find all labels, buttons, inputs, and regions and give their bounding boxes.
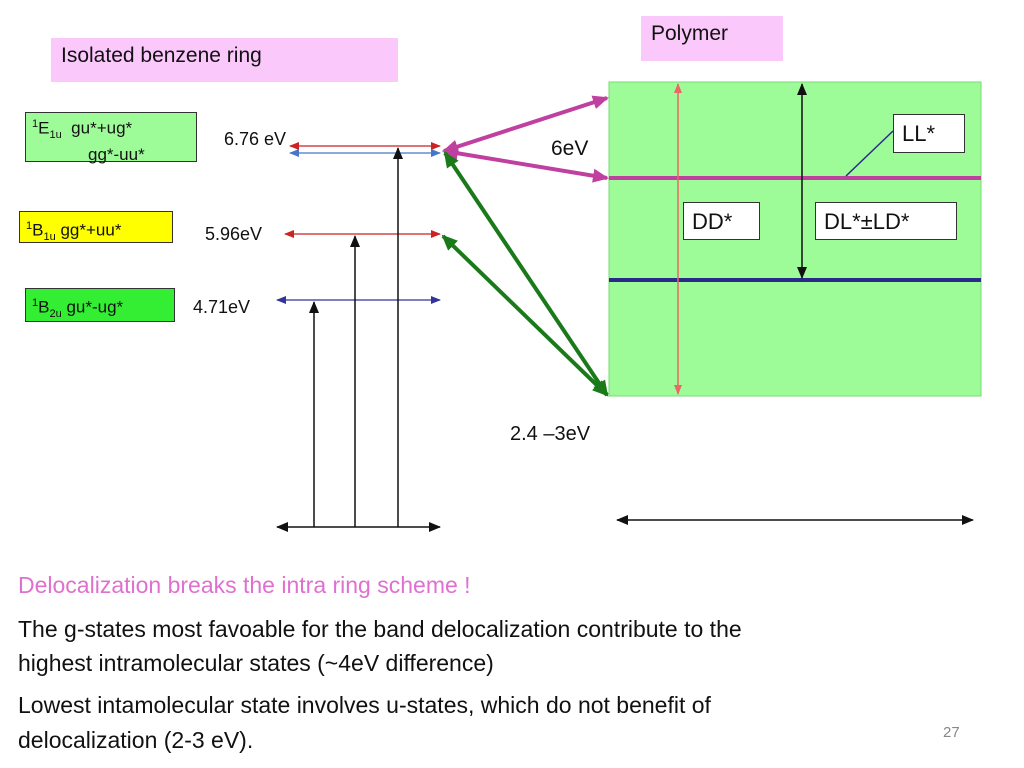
- isolated-ring-title: Isolated benzene ring: [51, 38, 398, 82]
- energy-label-471: 4.71eV: [193, 297, 251, 317]
- state-b1u: 1B1u gg*+uu*: [19, 211, 173, 243]
- energy-label-676: 6.76 eV: [224, 129, 287, 149]
- label-dl-ld-text: DL*±LD*: [824, 209, 910, 234]
- polymer-title: Polymer: [641, 16, 783, 61]
- state-b2u-letter: B: [38, 297, 50, 317]
- state-b2u-sub: 2u: [49, 308, 62, 321]
- polymer-title-text: Polymer: [651, 22, 729, 45]
- page-number: 27: [943, 724, 960, 741]
- paragraph1-line2: highest intramolecular states (~4eV diff…: [18, 650, 494, 676]
- state-e1u: 1E1u gu*+ug* gg*-uu*: [25, 112, 197, 165]
- state-e1u-sub: 1u: [49, 129, 62, 142]
- state-b1u-letter: B: [32, 220, 44, 240]
- state-e1u-line1: gu*+ug*: [71, 118, 133, 138]
- label-dl-ld: DL*±LD*: [815, 202, 957, 240]
- label-ll: LL*: [893, 114, 965, 153]
- correlation-676-bottom-arrow: [443, 151, 609, 397]
- state-b1u-sup: 1: [26, 220, 33, 232]
- state-e1u-line2: gg*-uu*: [88, 145, 145, 165]
- isolated-ring-title-text: Isolated benzene ring: [61, 44, 262, 67]
- correlation-top-arrow: [442, 95, 609, 154]
- state-e1u-letter: E: [38, 118, 50, 138]
- headline-text: Delocalization breaks the intra ring sch…: [18, 572, 471, 598]
- state-e1u-sup: 1: [32, 118, 39, 130]
- paragraph2-line1: Lowest intamolecular state involves u-st…: [18, 692, 711, 718]
- ll-pointer-line: [845, 130, 894, 177]
- label-ll-text: LL*: [902, 121, 936, 146]
- state-b2u-sup: 1: [32, 297, 39, 309]
- paragraph2-line2: delocalization (2-3 eV).: [18, 727, 254, 753]
- correlation-596-bottom-arrow: [441, 234, 609, 397]
- paragraph1-line1: The g-states most favoable for the band …: [18, 616, 742, 642]
- label-dd-text: DD*: [692, 209, 733, 234]
- energy-label-6ev: 6eV: [551, 137, 589, 160]
- state-b1u-sub: 1u: [43, 231, 56, 244]
- state-b2u: 1B2u gu*-ug*: [25, 288, 175, 322]
- state-b1u-text: gg*+uu*: [60, 220, 122, 240]
- energy-label-24-3ev: 2.4 –3eV: [510, 423, 591, 445]
- label-dd: DD*: [683, 202, 760, 240]
- state-b2u-text: gu*-ug*: [66, 297, 124, 317]
- energy-label-596: 5.96eV: [205, 224, 263, 244]
